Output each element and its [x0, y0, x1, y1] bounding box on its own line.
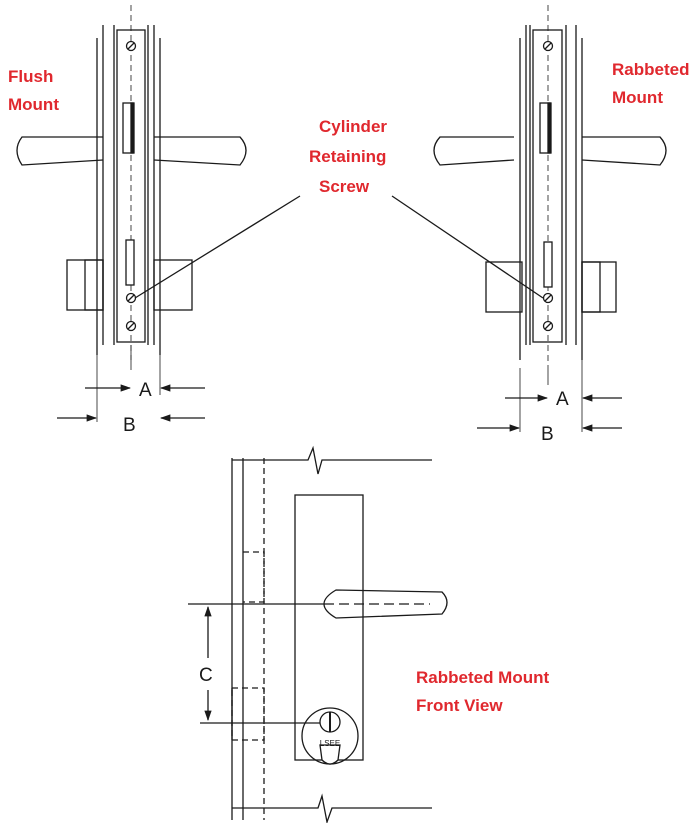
top-break-line — [232, 445, 432, 475]
rabbeted-front-view: LSEE — [188, 445, 448, 823]
rabbeted-faceplate — [532, 29, 563, 343]
rabbeted-dim-a: A — [556, 389, 569, 410]
flush-mount-side-view — [16, 5, 247, 422]
leader-to-flush-screw — [134, 195, 301, 299]
flush-mount-label-2: Mount — [8, 95, 59, 114]
rabbeted-lever-left — [433, 136, 515, 166]
bottom-break-line — [232, 793, 432, 823]
rabbeted-cylinder-right — [581, 261, 617, 313]
front-view-label-2: Front View — [416, 696, 503, 715]
cylinder-label-2: Retaining — [309, 147, 386, 166]
flush-cylinder-retaining-screw — [125, 292, 137, 304]
cylinder-label-1: Cylinder — [319, 117, 387, 136]
flush-screw-top — [125, 40, 137, 52]
front-cylinder: LSEE — [301, 707, 359, 765]
rabbeted-mount-side-view — [433, 5, 667, 432]
flush-dim-b: B — [123, 415, 136, 436]
rabbeted-mount-label-1: Rabbeted — [612, 60, 689, 79]
rabbeted-screw-top — [542, 40, 554, 52]
cylinder-marking: LSEE — [320, 739, 340, 748]
front-dim-c: C — [199, 665, 213, 686]
cylinder-label-3: Screw — [319, 177, 370, 196]
rabbeted-cylinder-left — [485, 261, 523, 313]
rabbeted-screw-bottom — [542, 320, 554, 332]
flush-screw-bottom — [125, 320, 137, 332]
flush-dim-a: A — [139, 380, 152, 401]
front-lever — [323, 589, 448, 619]
flush-lever-left — [16, 136, 104, 166]
front-view-label-1: Rabbeted Mount — [416, 668, 549, 687]
flush-mount-label-1: Flush — [8, 67, 53, 86]
flush-deadbolt — [125, 239, 135, 286]
leader-to-rabbeted-screw — [391, 195, 544, 299]
rabbeted-cylinder-retaining-screw — [542, 292, 554, 304]
rabbeted-dim-b: B — [541, 424, 554, 445]
rabbeted-lever-right — [581, 136, 667, 166]
rabbeted-mount-label-2: Mount — [612, 88, 663, 107]
rabbeted-deadbolt — [543, 241, 553, 288]
flush-lever-right — [153, 136, 247, 166]
